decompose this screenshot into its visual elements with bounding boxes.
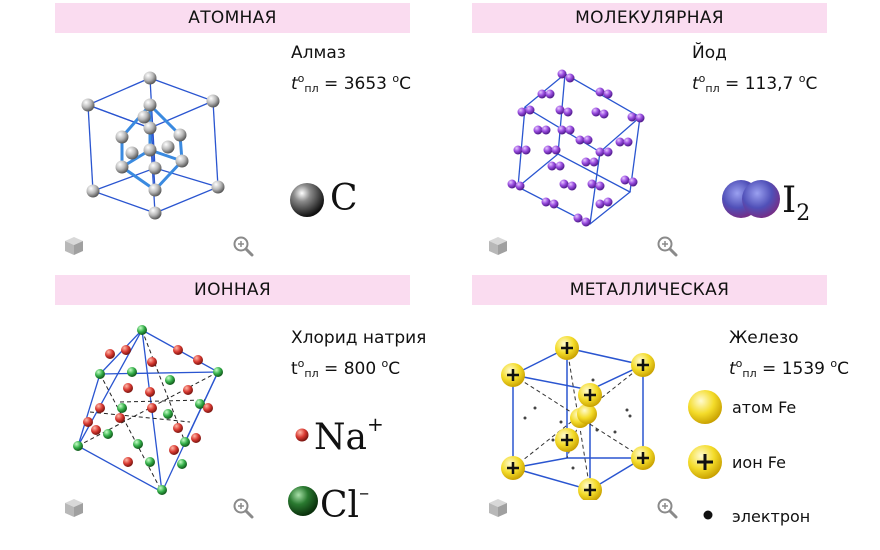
iron-ion-atoms [501, 336, 655, 500]
zoom-icon[interactable] [231, 496, 255, 520]
zoom-icon[interactable] [231, 234, 255, 258]
molecular-info: Йод toпл = 113,7 oC [692, 40, 817, 102]
ionic-melting-point: toпл = 800 oC [291, 357, 401, 380]
legend-electron-label: электрон [732, 507, 811, 526]
carbon-atom-icon [290, 183, 324, 217]
atomic-formula: C [330, 178, 358, 219]
cube-icon[interactable] [63, 497, 85, 519]
molecular-header: МОЛЕКУЛЯРНАЯ [472, 3, 827, 33]
chloride-ion-icon [288, 486, 318, 516]
atomic-info: Алмаз toпл = 3653 oC [291, 40, 411, 102]
molecular-substance: Йод [692, 43, 727, 63]
iodine-lattice [507, 69, 645, 227]
ionic-header: ИОННАЯ [55, 275, 410, 305]
zoom-icon[interactable] [655, 496, 679, 520]
sodium-ion-icon [295, 428, 309, 442]
atomic-title: АТОМНАЯ [188, 8, 277, 28]
iron-ion-icon [688, 445, 722, 479]
legend-ion-label: ион Fe [732, 453, 786, 472]
metallic-header: МЕТАЛЛИЧЕСКАЯ [472, 275, 827, 305]
iodine-molecule-icon [722, 180, 780, 218]
ionic-formula-chloride: Cl– [320, 480, 370, 526]
molecular-formula: I2 [782, 180, 811, 226]
molecular-melting-point: toпл = 113,7 oC [692, 72, 818, 95]
atomic-header: АТОМНАЯ [55, 3, 410, 33]
ionic-substance: Хлорид натрия [291, 328, 427, 348]
metallic-info: Железо toпл = 1539 oC [729, 325, 849, 387]
molecular-title: МОЛЕКУЛЯРНАЯ [575, 8, 724, 28]
cube-icon[interactable] [487, 235, 509, 257]
iron-atom-icon [688, 390, 722, 424]
atomic-melting-point: toпл = 3653 oC [291, 72, 411, 95]
cube-icon[interactable] [63, 235, 85, 257]
legend-atom-label: атом Fe [732, 398, 797, 417]
ionic-info: Хлорид натрия toпл = 800 oC [291, 325, 426, 387]
metallic-substance: Железо [729, 328, 799, 348]
zoom-icon[interactable] [655, 234, 679, 258]
metallic-title: МЕТАЛЛИЧЕСКАЯ [569, 280, 730, 300]
ionic-formula-sodium: Na+ [314, 412, 384, 458]
ionic-title: ИОННАЯ [194, 280, 271, 300]
iron-lattice [501, 336, 655, 500]
electron-icon [703, 510, 713, 520]
metallic-melting-point: toпл = 1539 oC [729, 357, 849, 380]
sodium-chloride-lattice [73, 325, 223, 495]
atomic-substance: Алмаз [291, 43, 346, 63]
diamond-lattice [81, 71, 225, 220]
cube-icon[interactable] [487, 497, 509, 519]
